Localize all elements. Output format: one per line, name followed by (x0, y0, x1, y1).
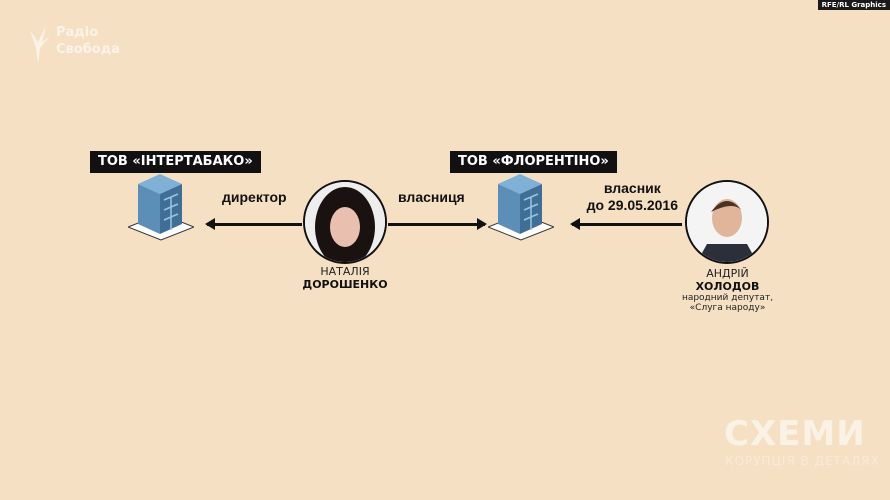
logo-line1: Радіо (56, 25, 99, 40)
arrow-right (388, 218, 487, 230)
photo-natalia-doroshenko (303, 180, 387, 264)
owner-date: до 29.05.2016 (586, 197, 678, 213)
building-icon (128, 174, 194, 241)
arrow-left (570, 218, 682, 230)
relation-director: директор (222, 189, 287, 205)
company-label-florentino: ТОВ «ФЛОРЕНТІНО» (450, 151, 617, 173)
building-icon (488, 174, 554, 241)
torch-icon (30, 26, 50, 64)
radio-svoboda-logo: Радіо Свобода (26, 24, 120, 64)
credit-badge: RFE/RL Graphics (817, 0, 890, 10)
first-name: АНДРІЙ (706, 267, 749, 280)
relation-owner-f: власниця (398, 189, 465, 205)
skhemy-tagline: КОРУПЦІЯ В ДЕТАЛЯХ (725, 454, 880, 468)
role: народний депутат, (681, 293, 774, 303)
last-name: ХОЛОДОВ (695, 280, 760, 293)
party: «Слуга народу» (689, 303, 766, 313)
arrow-left (205, 218, 302, 230)
first-name: НАТАЛІЯ (320, 265, 370, 278)
person-name-doroshenko: НАТАЛІЯ ДОРОШЕНКО (295, 265, 395, 291)
photo-andrii-kholodov (685, 180, 769, 264)
person-name-kholodov: АНДРІЙ ХОЛОДОВ народний депутат, «Слуга … (670, 267, 785, 313)
skhemy-logo: СХЕМИ (724, 414, 866, 454)
relation-owner-m: власник до 29.05.2016 (587, 180, 678, 214)
logo-line2: Свобода (56, 42, 120, 57)
company-label-intertabako: ТОВ «ІНТЕРТАБАКО» (90, 151, 261, 173)
last-name: ДОРОШЕНКО (302, 278, 388, 291)
owner-label: власник (603, 180, 661, 196)
